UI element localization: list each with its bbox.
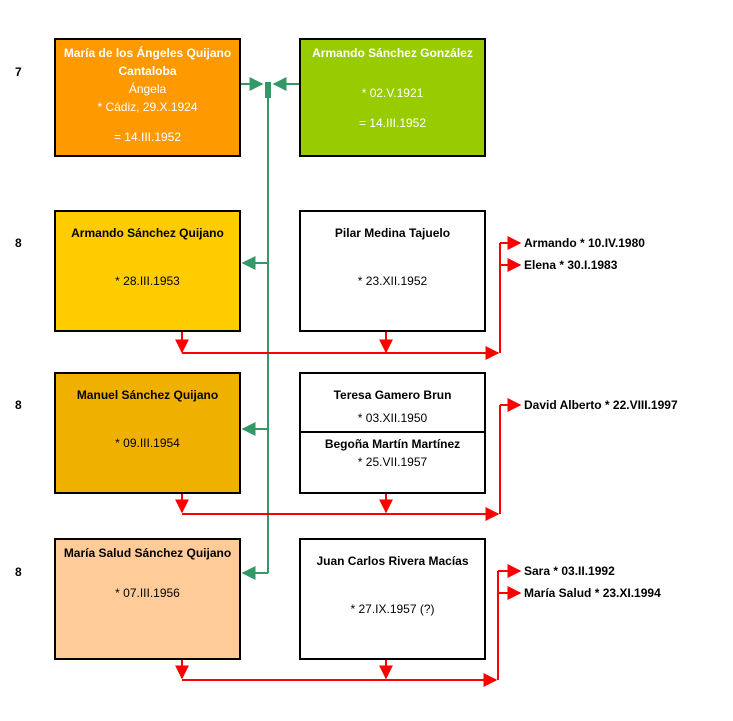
person-name: Juan Carlos Rivera Macías	[316, 554, 469, 568]
person-birth: * 09.III.1954	[115, 436, 180, 450]
spouse-section: Begoña Martín Martínez * 25.VII.1957	[301, 433, 484, 471]
person-nickname: Ángela	[128, 82, 167, 96]
person-birth: * Cádiz, 29.X.1924	[97, 100, 198, 114]
person-box-wife[interactable]: María de los Ángeles Quijano Cantaloba Á…	[54, 38, 241, 157]
grandchild-entry: Armando * 10.IV.1980	[524, 236, 645, 250]
person-birth: * 25.VII.1957	[357, 455, 428, 469]
person-birth: * 27.IX.1957 (?)	[350, 602, 435, 616]
person-name: Pilar Medina Tajuelo	[334, 226, 451, 240]
person-marriage: = 14.III.1952	[358, 116, 427, 130]
person-name: Begoña Martín Martínez	[324, 437, 461, 451]
generation-number: 8	[15, 236, 22, 250]
person-birth: * 02.V.1921	[361, 86, 424, 100]
family-connector	[175, 236, 522, 360]
person-name: Armando Sánchez Quijano	[71, 226, 224, 240]
generation-number: 8	[15, 565, 22, 579]
person-box-spouse[interactable]: Juan Carlos Rivera Macías * 27.IX.1957 (…	[299, 538, 486, 660]
grandchild-entry: Elena * 30.I.1983	[524, 258, 618, 272]
person-birth: * 07.III.1956	[115, 586, 180, 600]
person-box-spouse[interactable]: Teresa Gamero Brun * 03.XII.1950 Begoña …	[299, 372, 486, 494]
person-marriage: = 14.III.1952	[113, 130, 182, 144]
person-box-child[interactable]: María Salud Sánchez Quijano * 07.III.195…	[54, 538, 241, 660]
person-box-spouse[interactable]: Pilar Medina Tajuelo * 23.XII.1952	[299, 210, 486, 332]
spouse-section: Teresa Gamero Brun * 03.XII.1950	[301, 374, 484, 433]
generation-number: 7	[15, 65, 22, 79]
person-birth: * 03.XII.1950	[357, 411, 428, 425]
person-box-husband[interactable]: Armando Sánchez González * 02.V.1921 = 1…	[299, 38, 486, 157]
person-birth: * 28.III.1953	[115, 274, 180, 288]
person-name: Teresa Gamero Brun	[333, 388, 452, 402]
parent-connector	[241, 77, 300, 580]
person-name: María de los Ángeles Quijano Cantaloba	[63, 46, 232, 78]
grandchild-entry: María Salud * 23.XI.1994	[524, 586, 661, 600]
family-connector	[175, 564, 522, 687]
generation-number: 8	[15, 398, 22, 412]
grandchild-entry: Sara * 03.II.1992	[524, 564, 615, 578]
grandchild-entry: David Alberto * 22.VIII.1997	[524, 398, 678, 412]
person-name: María Salud Sánchez Quijano	[63, 546, 232, 560]
person-box-child[interactable]: Manuel Sánchez Quijano * 09.III.1954	[54, 372, 241, 494]
person-name: Armando Sánchez González	[312, 46, 473, 60]
person-birth: * 23.XII.1952	[357, 274, 428, 288]
person-box-child[interactable]: Armando Sánchez Quijano * 28.III.1953	[54, 210, 241, 332]
family-connector	[175, 398, 522, 521]
person-name: Manuel Sánchez Quijano	[76, 388, 219, 402]
